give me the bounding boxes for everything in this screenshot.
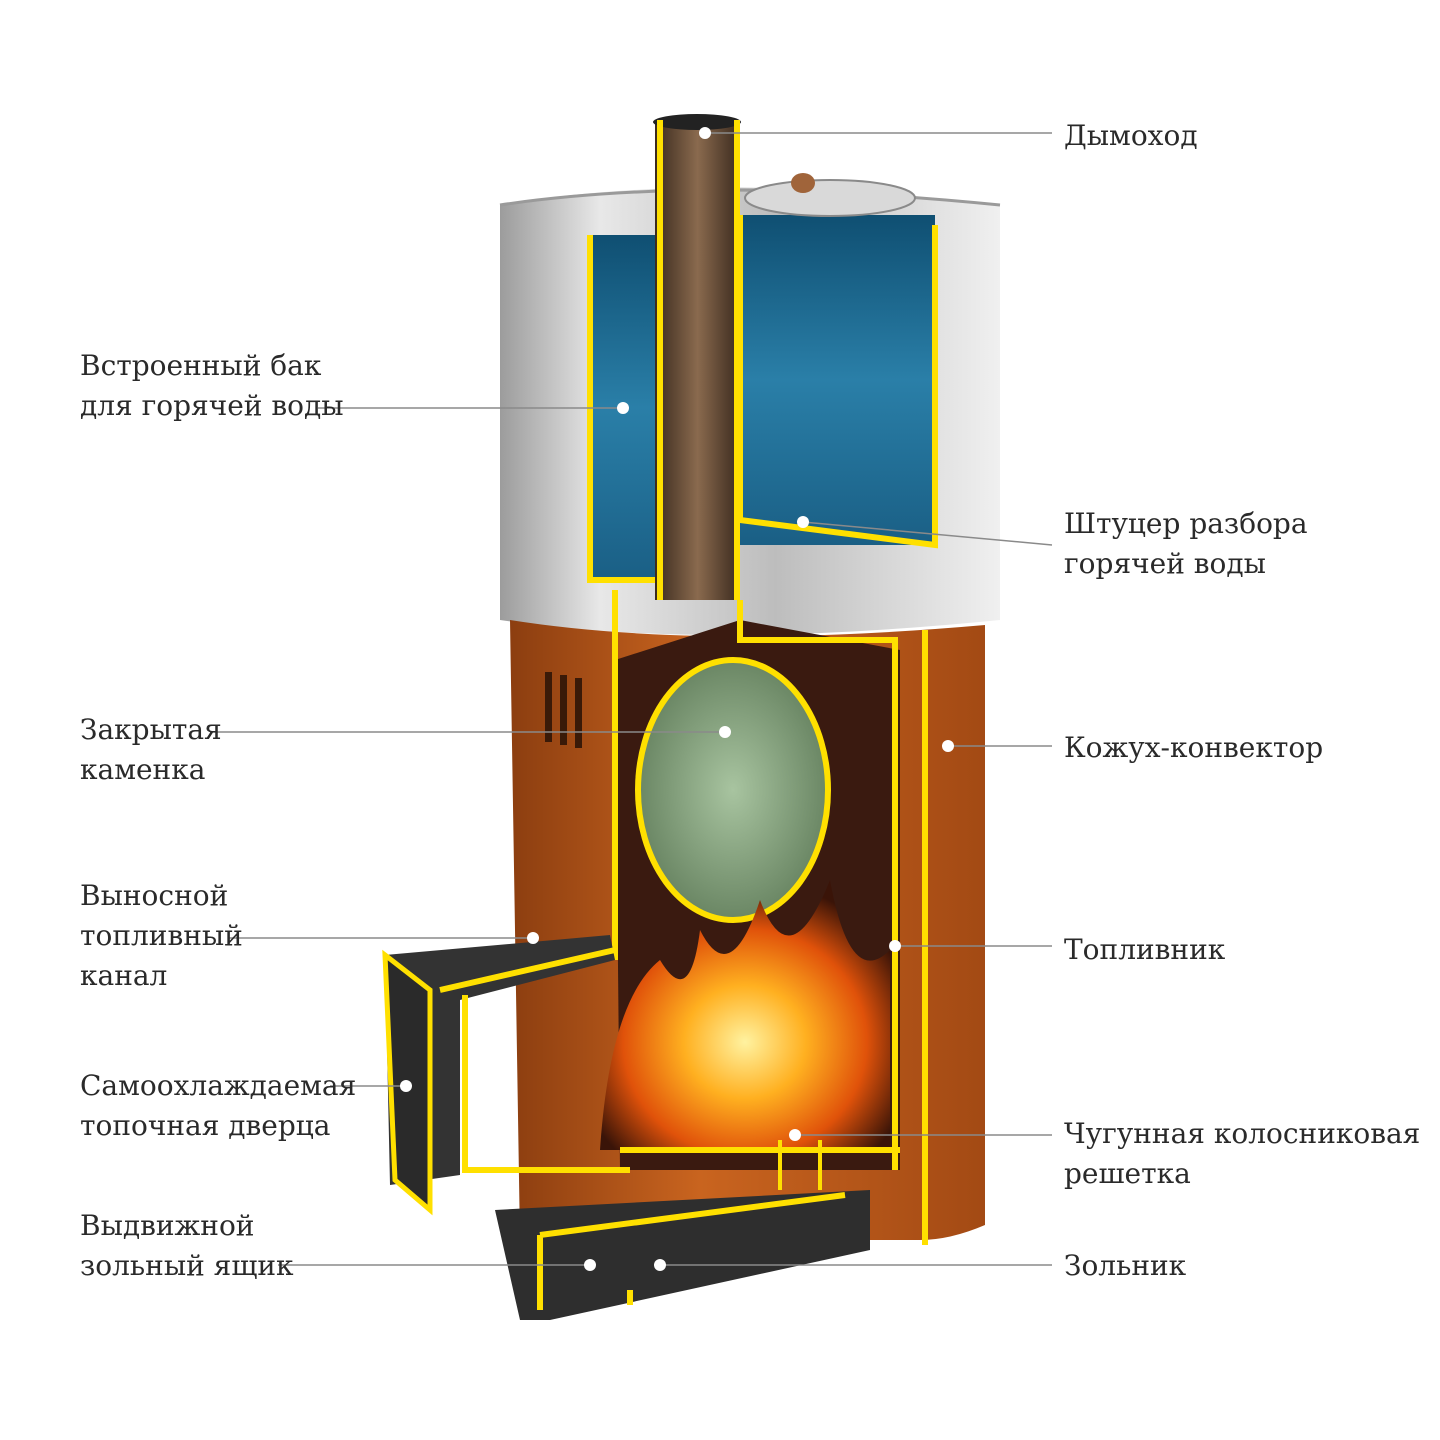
label-ash-pit: Зольник (1064, 1246, 1186, 1286)
label-grate-line1: Чугунная колосниковая (1064, 1117, 1421, 1150)
label-chimney: Дымоход (1064, 116, 1198, 156)
fire (600, 880, 890, 1150)
label-door: Самоохлаждаемая топочная дверца (80, 1066, 356, 1146)
fuel-channel (385, 935, 630, 1185)
tank-lid (744, 173, 916, 217)
label-tank-line2: для горячей воды (80, 389, 344, 422)
label-fuel-channel-line1: Выносной (80, 879, 229, 912)
label-ash-pit-line1: Зольник (1064, 1249, 1187, 1282)
label-firebox: Топливник (1064, 930, 1225, 970)
callout-lines (210, 132, 1053, 1266)
label-nozzle: Штуцер разбора горячей воды (1064, 504, 1308, 584)
callout-dots (400, 127, 954, 1271)
label-nozzle-line2: горячей воды (1064, 547, 1266, 580)
grate (620, 1140, 900, 1190)
label-chimney-line1: Дымоход (1064, 119, 1198, 152)
label-door-line2: топочная дверца (80, 1109, 331, 1142)
label-convector: Кожух-конвектор (1064, 728, 1323, 768)
label-ash-box-line1: Выдвижной (80, 1209, 255, 1242)
label-fuel-channel-line3: канал (80, 959, 168, 992)
chimney-pipe (653, 114, 741, 600)
label-tank-line1: Встроенный бак (80, 349, 322, 382)
label-convector-line1: Кожух-конвектор (1064, 731, 1324, 764)
heater-stones (635, 657, 831, 923)
label-firebox-line1: Топливник (1064, 933, 1226, 966)
label-fuel-channel-line2: топливный (80, 919, 243, 952)
label-ash-box-line2: зольный ящик (80, 1249, 294, 1282)
ash-box (495, 1190, 870, 1320)
label-ash-box: Выдвижной зольный ящик (80, 1206, 294, 1286)
label-tank: Встроенный бак для горячей воды (80, 346, 344, 426)
label-heater-line2: каменка (80, 753, 206, 786)
label-heater: Закрытая каменка (80, 710, 222, 790)
label-grate: Чугунная колосниковая решетка (1064, 1114, 1420, 1194)
label-nozzle-line1: Штуцер разбора (1064, 507, 1308, 540)
label-door-line1: Самоохлаждаемая (80, 1069, 357, 1102)
label-grate-line2: решетка (1064, 1157, 1191, 1190)
label-heater-line1: Закрытая (80, 713, 222, 746)
water-tank-cutaway (587, 215, 938, 583)
label-fuel-channel: Выносной топливный канал (80, 876, 243, 996)
